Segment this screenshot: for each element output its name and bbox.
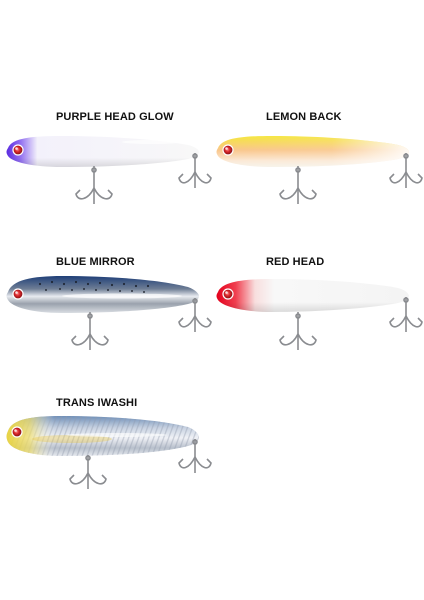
treble-hook-icon: [178, 298, 212, 332]
treble-hook-icon: [75, 166, 113, 204]
eye-icon: [222, 144, 234, 156]
lure-purple-head-glow-image: [6, 136, 212, 204]
treble-hook-icon: [178, 153, 212, 188]
eye-icon: [11, 426, 23, 438]
treble-hook-icon: [178, 439, 212, 473]
lure-name-purple-head-glow: PURPLE HEAD GLOW: [56, 111, 174, 123]
lure-lemon-back-image: [216, 136, 423, 204]
lure-name-blue-mirror: BLUE MIRROR: [56, 256, 135, 268]
treble-hook-icon: [69, 455, 107, 489]
lure-blue-mirror: [2, 272, 212, 360]
lure-red-head-image: [216, 279, 423, 350]
treble-hook-icon: [389, 153, 423, 188]
treble-hook-icon: [279, 312, 317, 350]
lure-trans-iwashi: [2, 413, 212, 503]
lure-name-lemon-back: LEMON BACK: [266, 111, 342, 123]
lure-purple-head-glow: [2, 128, 212, 216]
lure-trans-iwashi-image: [6, 416, 212, 489]
lure-lemon-back: [212, 128, 424, 216]
treble-hook-icon: [71, 312, 109, 350]
eye-icon: [12, 144, 24, 156]
lure-blue-mirror-image: [6, 276, 212, 350]
treble-hook-icon: [389, 297, 423, 332]
eye-icon: [12, 288, 24, 300]
lure-red-head: [212, 272, 424, 360]
lure-name-trans-iwashi: TRANS IWASHI: [56, 397, 138, 409]
lure-name-red-head: RED HEAD: [266, 256, 325, 268]
treble-hook-icon: [279, 166, 317, 204]
eye-icon: [222, 288, 234, 300]
